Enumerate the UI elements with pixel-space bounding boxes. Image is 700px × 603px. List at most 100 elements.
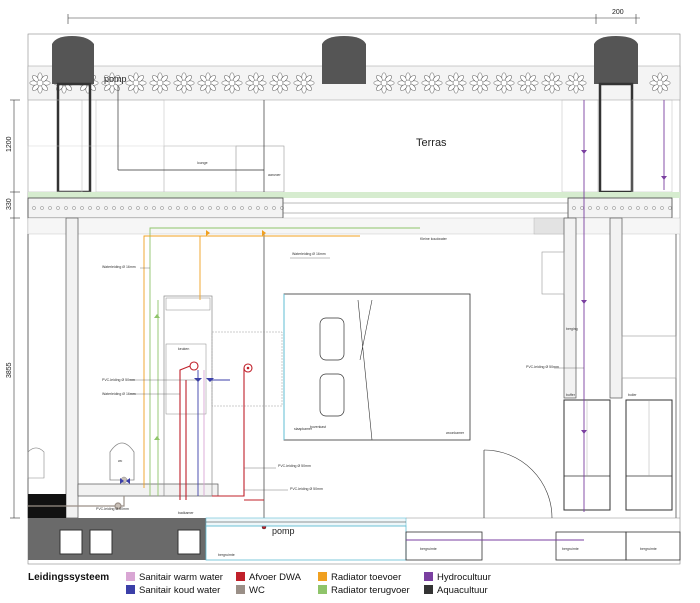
terras-label: Terras bbox=[416, 137, 447, 149]
exterior-wall-band bbox=[27, 192, 681, 235]
flower-icon bbox=[493, 72, 515, 94]
label-pvc-mid1: PVC-leiding Ø 50mm bbox=[278, 464, 311, 468]
planter-strip bbox=[27, 65, 681, 101]
wall-hatch bbox=[168, 206, 172, 210]
flower-icon bbox=[269, 72, 291, 94]
wall-hatch bbox=[232, 206, 236, 210]
legend-label: Sanitair koud water bbox=[139, 585, 220, 596]
wall-hatch bbox=[256, 206, 260, 210]
door bbox=[483, 449, 553, 519]
label-waterleiding-mid: Waterleiding Ø 16mm bbox=[292, 252, 326, 256]
flower-icon bbox=[397, 72, 419, 94]
label-waterleiding-right: Waterleiding Ø 16mm bbox=[102, 392, 136, 396]
legend-label: Radiator toevoer bbox=[331, 572, 401, 583]
dim-200: 200 bbox=[612, 9, 624, 16]
flower-icon bbox=[293, 72, 315, 94]
wall-hatch bbox=[636, 206, 640, 210]
legend-label: Radiator terugvoer bbox=[331, 585, 410, 596]
flower-icon bbox=[373, 72, 395, 94]
wall-hatch bbox=[596, 206, 600, 210]
label-koudwater-top: Kleine koudwater bbox=[420, 237, 448, 241]
wall-hatch bbox=[176, 206, 180, 210]
wall-hatch bbox=[572, 206, 576, 210]
label-wc: wc bbox=[118, 459, 123, 463]
label-lounge: lounge bbox=[197, 161, 208, 165]
wall-hatch bbox=[128, 206, 132, 210]
legend-swatch bbox=[424, 572, 433, 581]
flower-icon bbox=[173, 72, 195, 94]
legend-swatch bbox=[318, 572, 327, 581]
wall-hatch bbox=[64, 206, 68, 210]
wall-hatch bbox=[56, 206, 60, 210]
wall-hatch bbox=[668, 206, 672, 210]
wall-hatch bbox=[644, 206, 648, 210]
wall-hatch bbox=[152, 206, 156, 210]
wall-hatch bbox=[224, 206, 228, 210]
chimney-right bbox=[594, 36, 638, 194]
flower-icon bbox=[101, 72, 123, 94]
wall-hatch bbox=[112, 206, 116, 210]
legend-swatch bbox=[126, 572, 135, 581]
label-buffer: buffer bbox=[566, 393, 576, 397]
wall-hatch bbox=[652, 206, 656, 210]
chimney-middle bbox=[322, 36, 366, 84]
wall-hatch bbox=[104, 206, 108, 210]
wall-hatch bbox=[136, 206, 140, 210]
wall-hatch bbox=[88, 206, 92, 210]
legend-label: Sanitair warm water bbox=[139, 572, 223, 583]
pomp-top-label: pomp bbox=[104, 74, 127, 84]
flower-icon bbox=[245, 72, 267, 94]
label-keuken: keuken bbox=[178, 347, 189, 351]
label-bottom-left: bergruimte bbox=[218, 553, 235, 557]
toilet: wc bbox=[27, 442, 135, 484]
dim-1200: 1200 bbox=[6, 136, 13, 152]
label-pvc-right: PVC-leiding Ø 50mm bbox=[526, 365, 559, 369]
flower-icon bbox=[517, 72, 539, 94]
flower-icon bbox=[197, 72, 219, 94]
flower-icon bbox=[469, 72, 491, 94]
wall-hatch bbox=[96, 206, 100, 210]
label-pvc-bottom: PVC-leiding Ø 50mm bbox=[96, 507, 129, 511]
legend-swatch bbox=[126, 585, 135, 594]
flower-icon bbox=[445, 72, 467, 94]
wall-hatch bbox=[216, 206, 220, 210]
wall-hatch bbox=[200, 206, 204, 210]
wall-hatch bbox=[32, 206, 36, 210]
wall-hatch bbox=[120, 206, 124, 210]
wall-hatch bbox=[612, 206, 616, 210]
wall-hatch bbox=[208, 206, 212, 210]
wall-hatch bbox=[604, 206, 608, 210]
wall-hatch bbox=[620, 206, 624, 210]
wall-hatch bbox=[240, 206, 244, 210]
label-berging: berging bbox=[566, 327, 578, 331]
legend-title: Leidingssysteem bbox=[28, 572, 109, 583]
label-woonkamer: woonkamer bbox=[446, 431, 465, 435]
legend-label: Aquacultuur bbox=[437, 585, 488, 596]
dim-3855: 3855 bbox=[6, 362, 13, 378]
wall-hatch bbox=[40, 206, 44, 210]
pipe-wc bbox=[28, 496, 125, 510]
pomp-bottom-label: pomp bbox=[272, 526, 295, 536]
legend-label: WC bbox=[249, 585, 265, 596]
wall-hatch bbox=[184, 206, 188, 210]
interior-walls bbox=[27, 217, 677, 519]
wall-hatch bbox=[660, 206, 664, 210]
bottom-wall: bergruimte bergruimte bergruimte bergrui… bbox=[28, 483, 681, 561]
chimney-left bbox=[52, 36, 94, 194]
label-bottom-box2: bergruimte bbox=[562, 547, 579, 551]
wall-hatch bbox=[280, 206, 284, 210]
chimneys bbox=[52, 36, 638, 194]
pipe-cold-water bbox=[120, 370, 230, 496]
wall-hatch bbox=[272, 206, 276, 210]
pipe-drainage bbox=[179, 361, 264, 501]
bed: slaapkamer woonkamer bbox=[283, 293, 471, 441]
wall-hatch bbox=[144, 206, 148, 210]
wall-hatch bbox=[72, 206, 76, 210]
label-badkamer: badkamer bbox=[178, 511, 194, 515]
flower-icon bbox=[125, 72, 147, 94]
label-waterleiding-left: Waterleiding Ø 16mm bbox=[102, 265, 136, 269]
label-bottom-box1: bergruimte bbox=[420, 547, 437, 551]
label-aanvoer: aanvoer bbox=[268, 173, 281, 177]
legend-swatch bbox=[236, 572, 245, 581]
